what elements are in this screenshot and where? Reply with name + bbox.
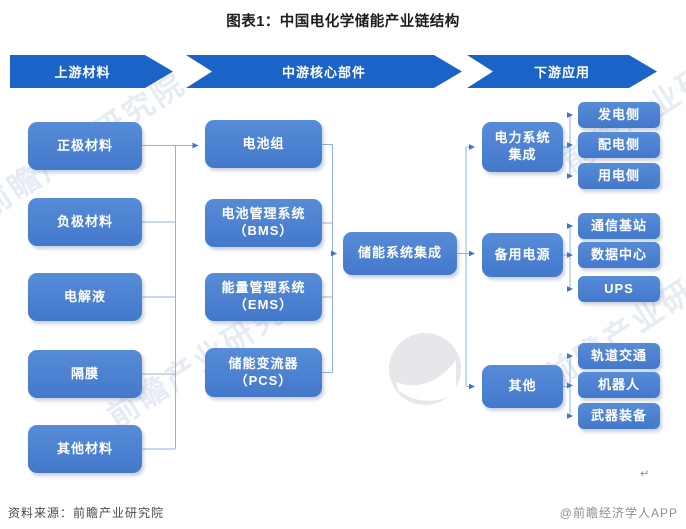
node-distribution-side: 配电侧 [578, 132, 660, 158]
watermark-logo-icon [389, 333, 461, 405]
node-robots: 机器人 [578, 372, 660, 398]
banner-upstream-label: 上游材料 [54, 65, 111, 80]
credit-note: @前瞻经济学人APP [559, 506, 678, 520]
banner-downstream-label: 下游应用 [533, 65, 590, 80]
node-backup-power: 备用电源 [482, 233, 563, 277]
node-weapons-equipment: 武器装备 [578, 403, 660, 429]
node-other-materials: 其他材料 [28, 425, 142, 473]
node-storage-system-integration: 储能系统集成 [343, 232, 457, 275]
node-others: 其他 [482, 365, 563, 408]
node-generation-side: 发电侧 [578, 102, 660, 128]
page-title: 图表1：中国电化学储能产业链结构 [226, 14, 460, 30]
paragraph-return-mark: ↵ [640, 468, 650, 480]
banner-midstream: 中游核心部件 [186, 55, 462, 88]
source-note: 资料来源：前瞻产业研究院 [8, 506, 165, 520]
banner-midstream-label: 中游核心部件 [281, 65, 366, 80]
node-ups: UPS [578, 276, 660, 302]
node-ems: 能量管理系统 （EMS） [205, 273, 322, 321]
node-bms: 电池管理系统 （BMS） [205, 199, 322, 247]
node-power-system-integration: 电力系统 集成 [482, 122, 563, 172]
node-cathode-material: 正极材料 [28, 122, 142, 170]
banner-downstream: 下游应用 [467, 55, 657, 88]
node-consumption-side: 用电侧 [578, 163, 660, 189]
node-data-center: 数据中心 [578, 242, 660, 268]
banner-upstream: 上游材料 [10, 55, 173, 88]
node-separator: 隔膜 [28, 350, 142, 398]
node-electrolyte: 电解液 [28, 273, 142, 321]
node-telecom-base-station: 通信基站 [578, 213, 660, 239]
node-battery-pack: 电池组 [205, 120, 322, 168]
node-rail-transit: 轨道交通 [578, 343, 660, 369]
node-anode-material: 负极材料 [28, 198, 142, 246]
node-pcs: 储能变流器 （PCS） [205, 348, 322, 397]
